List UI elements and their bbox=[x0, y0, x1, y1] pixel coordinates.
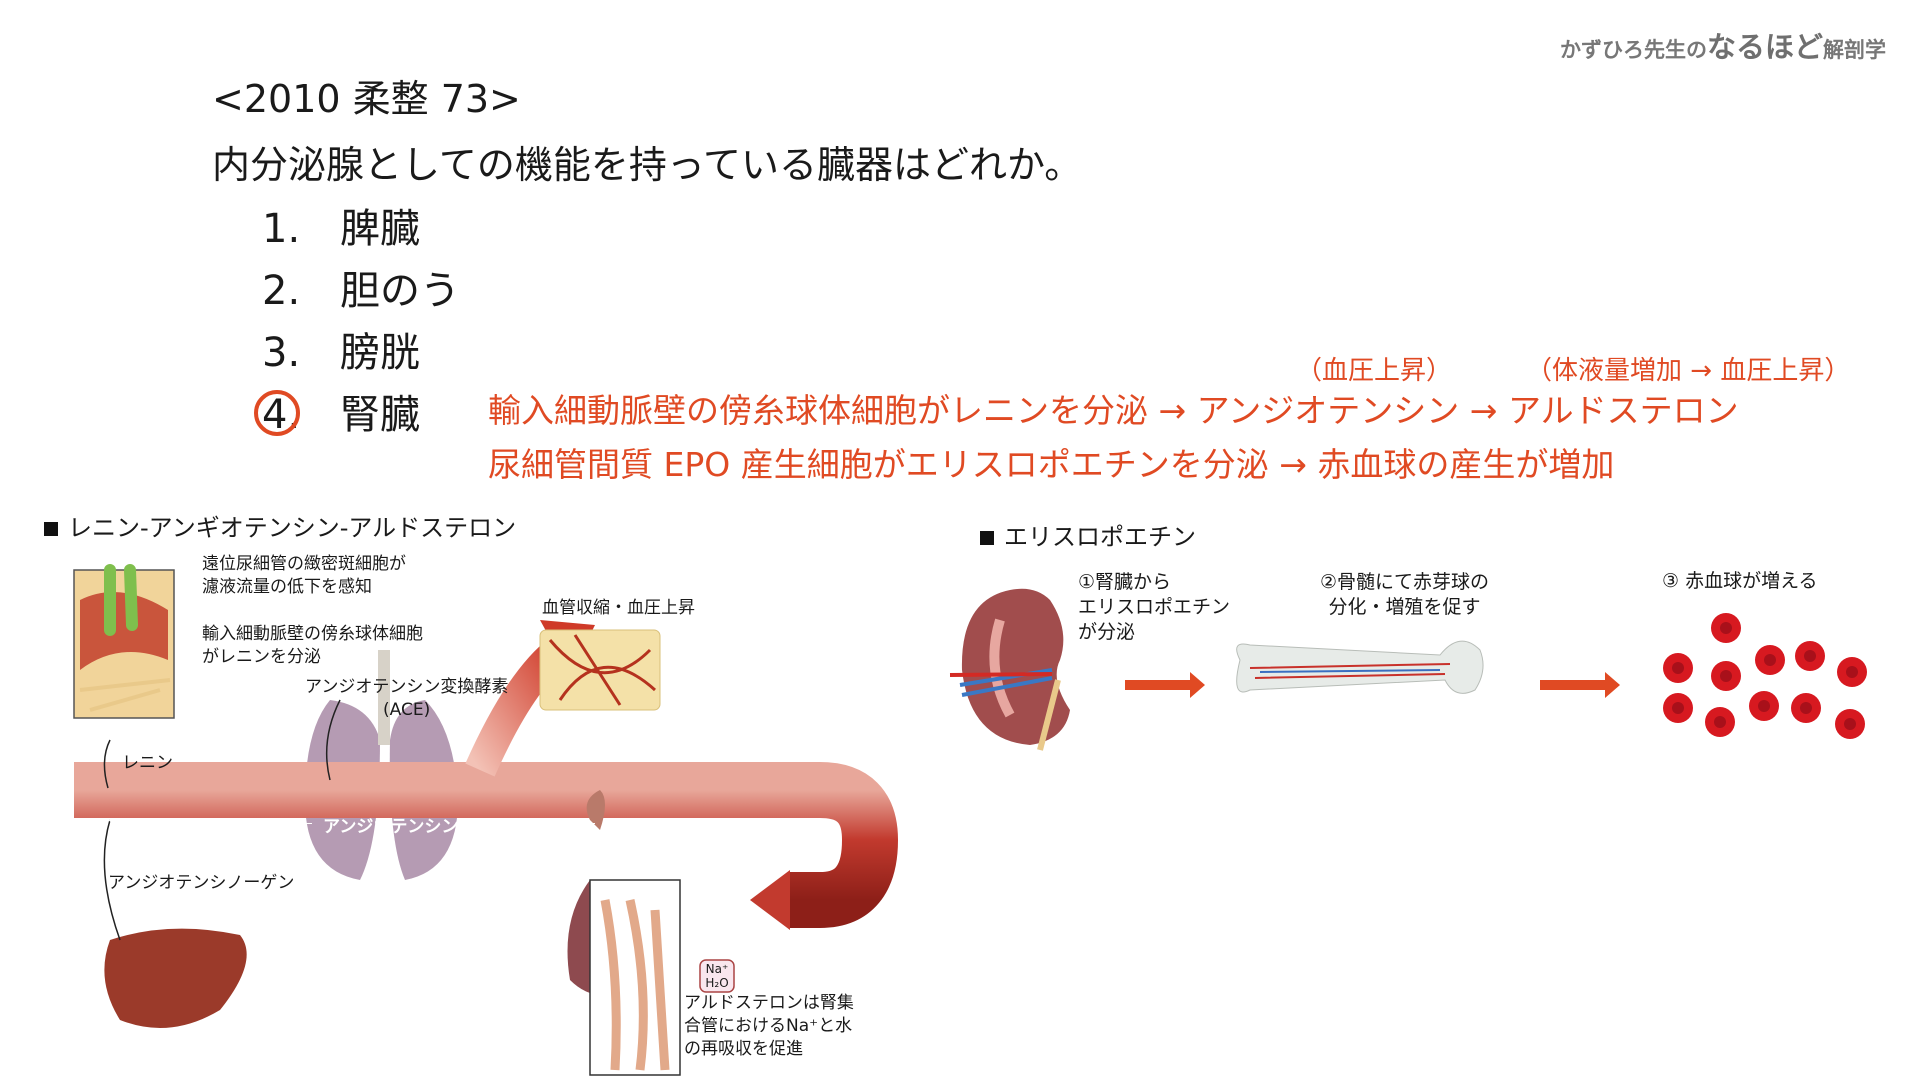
juxtaglomerular-inset bbox=[73, 564, 175, 719]
red-blood-cell-center bbox=[1672, 702, 1684, 714]
kidney-illustration bbox=[949, 588, 1070, 751]
epo-step-3: ③ 赤血球が増える bbox=[1662, 570, 1818, 592]
question-id: <2010 柔整 73> bbox=[212, 77, 521, 121]
capillary-network bbox=[539, 629, 661, 711]
red-blood-cell-center bbox=[1720, 670, 1732, 682]
label-jg-cells: 輸入細動脈壁の傍糸球体細胞 がレニンを分泌 bbox=[202, 624, 423, 667]
choice-label: 腎臓 bbox=[340, 392, 420, 438]
section-title-epo: エリスロポエチン bbox=[980, 517, 1196, 552]
arrow-ang1-to-ang2 bbox=[252, 823, 312, 824]
blood-vessel bbox=[74, 762, 899, 928]
epo-arrow-2 bbox=[1540, 672, 1620, 698]
red-blood-cell-center bbox=[1758, 700, 1770, 712]
label-angiotensin-1: アンジオテンシン I bbox=[90, 817, 238, 837]
brand-prefix: かずひろ先生の bbox=[1559, 38, 1707, 62]
epo-diagram bbox=[949, 588, 1867, 751]
label-ace: アンジオテンシン変換酵素 (ACE) bbox=[305, 677, 509, 720]
choice-number: 3. bbox=[262, 330, 301, 376]
note-blood-pressure: （血圧上昇） bbox=[1296, 356, 1453, 386]
red-blood-cell-center bbox=[1672, 662, 1684, 674]
label-vasoconstriction: 血管収縮・血圧上昇 bbox=[542, 598, 695, 618]
choice-label: 膀胱 bbox=[340, 330, 420, 376]
explanation-line-2: 尿細管間質 EPO 産生細胞がエリスロポエチンを分泌 → 赤血球の産生が増加 bbox=[488, 445, 1615, 484]
ace-arrow bbox=[325, 699, 341, 781]
note-fluid-volume: （体液量増加 → 血圧上昇） bbox=[1526, 356, 1851, 386]
red-blood-cell-center bbox=[1720, 622, 1732, 634]
renin-arrow bbox=[103, 739, 111, 789]
brand-main: なるほど bbox=[1706, 30, 1823, 64]
label-angiotensinogen: アンジオテンシノーゲン bbox=[108, 873, 295, 893]
choice-number: 1. bbox=[262, 206, 301, 252]
red-blood-cell-center bbox=[1800, 702, 1812, 714]
epo-arrow-1 bbox=[1125, 672, 1205, 698]
vessel-arrowhead bbox=[750, 870, 790, 930]
explanation-line-1: 輸入細動脈壁の傍糸球体細胞がレニンを分泌 → アンジオテンシン → アルドステロ… bbox=[488, 391, 1739, 430]
square-bullet-icon bbox=[44, 522, 58, 536]
choice-number: 2. bbox=[262, 268, 301, 314]
red-blood-cell-center bbox=[1764, 654, 1776, 666]
red-blood-cell-center bbox=[1844, 718, 1856, 730]
brand-suffix: 解剖学 bbox=[1823, 38, 1886, 62]
red-blood-cells bbox=[1663, 613, 1867, 739]
choice-label: 胆のう bbox=[340, 268, 460, 314]
section-title-raas: レニン-アンギオテンシン-アルドステロン bbox=[44, 508, 516, 543]
choice-label: 脾臓 bbox=[340, 206, 420, 252]
red-blood-cell-center bbox=[1846, 666, 1858, 678]
label-angiotensin-2: アンジオテンシン II bbox=[323, 817, 477, 837]
label-aldosterone: アルドステロン bbox=[606, 817, 725, 837]
label-aldosterone-effect: アルドステロンは腎集 合管におけるNa⁺と水 の再吸収を促進 bbox=[684, 993, 854, 1059]
epo-step-1: ①腎臓から エリスロポエチン が分泌 bbox=[1078, 571, 1231, 643]
label-macula-densa: 遠位尿細管の緻密斑細胞が 濾液流量の低下を感知 bbox=[202, 554, 406, 597]
choice-2: 2. 胆のう bbox=[262, 258, 460, 316]
kidney-nephron-illustration bbox=[567, 790, 735, 1076]
red-blood-cell-center bbox=[1804, 650, 1816, 662]
red-blood-cell-center bbox=[1714, 716, 1726, 728]
liver-illustration bbox=[104, 928, 247, 1028]
answer-circle-mark bbox=[254, 390, 300, 436]
square-bullet-icon bbox=[980, 531, 994, 545]
brand-logo: かずひろ先生のなるほど解剖学 bbox=[1560, 24, 1886, 66]
angiotensinogen-arrow bbox=[103, 819, 121, 941]
label-renin: レニン bbox=[122, 753, 173, 773]
bone-marrow-illustration bbox=[1236, 640, 1484, 694]
choice-3: 3. 膀胱 bbox=[262, 320, 420, 378]
na-h2o-badge: Na⁺ H₂O bbox=[705, 962, 729, 990]
raas-diagram bbox=[73, 564, 899, 1076]
epo-step-2: ②骨髄にて赤芽球の 分化・増殖を促す bbox=[1320, 571, 1490, 618]
question-text: 内分泌腺としての機能を持っている臓器はどれか。 bbox=[212, 143, 1083, 187]
choice-1: 1. 脾臓 bbox=[262, 196, 420, 254]
arrow-ang2-to-aldo bbox=[495, 823, 595, 824]
